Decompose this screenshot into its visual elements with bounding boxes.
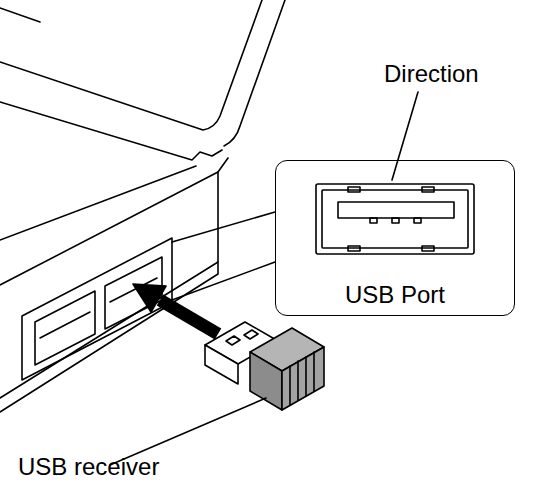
usb-port-clip xyxy=(422,187,434,192)
port-caption: USB Port xyxy=(276,281,514,309)
usb-port-opening xyxy=(35,291,95,365)
receiver-plug-hole xyxy=(226,336,240,345)
receiver-grip-groove xyxy=(290,352,314,405)
receiver-grip-front xyxy=(250,352,282,410)
leader-line xyxy=(392,92,418,180)
base-edge xyxy=(0,158,228,285)
hinge-edge xyxy=(0,102,222,160)
usb-port-tongue xyxy=(338,202,454,218)
side-face xyxy=(0,172,218,398)
usb-port-pin xyxy=(392,218,399,223)
lid-inner-edge xyxy=(0,0,262,130)
lid-edge xyxy=(0,8,40,22)
callout-label: Direction xyxy=(384,60,479,88)
usb-port-inner xyxy=(322,190,468,248)
inset-box: USB Port xyxy=(275,160,515,316)
usb-port-pin xyxy=(414,218,421,223)
callout-label: USB receiver xyxy=(18,453,159,481)
receiver-plug-front xyxy=(205,345,238,384)
usb-port-pin xyxy=(370,218,377,223)
insert-arrowhead xyxy=(133,284,166,312)
zoom-line xyxy=(172,212,275,242)
port-frame xyxy=(22,238,172,380)
usb-port-clip xyxy=(422,246,434,251)
base-bevel xyxy=(0,166,196,240)
port-tongue xyxy=(40,312,90,338)
zoom-line xyxy=(172,262,275,300)
receiver-plug-hole xyxy=(244,330,258,339)
usb-port-clip xyxy=(348,187,360,192)
insert-arrow xyxy=(160,300,218,334)
usb-port-outline xyxy=(316,184,474,254)
receiver-grip-side xyxy=(282,347,324,410)
usb-port-clip xyxy=(348,246,360,251)
